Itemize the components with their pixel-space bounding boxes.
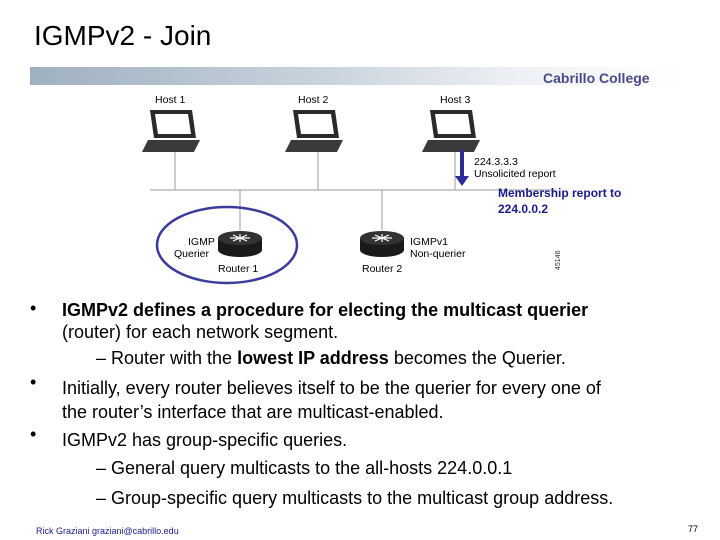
membership-report-label: Membership report to 224.0.0.2 [498, 185, 621, 217]
bullet-1-sub-before: – Router with the [96, 348, 238, 368]
router2-role-line2: Non-querier [410, 248, 466, 260]
router2-icon [360, 231, 404, 257]
bullet-1-text: IGMPv2 defines a procedure for electing … [62, 300, 588, 321]
bullet-2-line2: the router’s interface that are multicas… [62, 402, 444, 422]
header-bar [30, 67, 685, 85]
router1-name: Router 1 [218, 263, 259, 275]
bullet-1-sub-bold: lowest IP address [237, 348, 389, 368]
brand-label: Cabrillo College [543, 70, 650, 86]
bullet-3-sub2: – Group-specific query multicasts to the… [96, 488, 614, 508]
bullet-2-line1: Initially, every router believes itself … [62, 378, 601, 398]
membership-line1: Membership report to [498, 186, 622, 200]
router1-icon [218, 231, 262, 257]
host3-computer-icon [422, 110, 480, 152]
network-diagram: 45146 [142, 110, 562, 285]
host2-label: Host 2 [298, 94, 329, 106]
bullet-1-sub-after: becomes the Querier. [388, 348, 566, 368]
bullet-marker: • [30, 372, 37, 392]
router2-role-line1: IGMPv1 [410, 236, 448, 248]
host2-computer-icon [285, 110, 343, 152]
membership-line2: 224.0.0.2 [498, 202, 549, 216]
report-arrow-icon [455, 150, 469, 186]
report-group-label: 224.3.3.3 [474, 156, 518, 168]
bullet-1-line2: (router) for each network segment. [62, 322, 339, 342]
figure-id: 45146 [555, 250, 562, 270]
router1-role-line2: Querier [174, 248, 210, 260]
querier-highlight-circle [155, 205, 299, 285]
footer-author: Rick Graziani graziani@cabrillo.edu [36, 526, 179, 536]
page-number: 77 [688, 524, 699, 534]
bullet-marker: • [30, 424, 37, 444]
bullet-1-sub: – Router with the lowest IP address beco… [96, 348, 566, 369]
router1-role-line1: IGMP [188, 236, 215, 248]
host3-label: Host 3 [440, 94, 471, 106]
router2-name: Router 2 [362, 263, 403, 275]
slide-title: IGMPv2 - Join [34, 20, 212, 51]
host1-computer-icon [142, 110, 200, 152]
bullet-1-line1: IGMPv2 defines a procedure for electing … [62, 300, 589, 320]
host1-label: Host 1 [155, 94, 186, 106]
bullet-marker: • [30, 298, 37, 318]
bullet-3-line1: IGMPv2 has group-specific queries. [62, 430, 348, 450]
report-type-label: Unsolicited report [474, 168, 556, 180]
bullet-3-sub1: – General query multicasts to the all-ho… [96, 458, 513, 478]
